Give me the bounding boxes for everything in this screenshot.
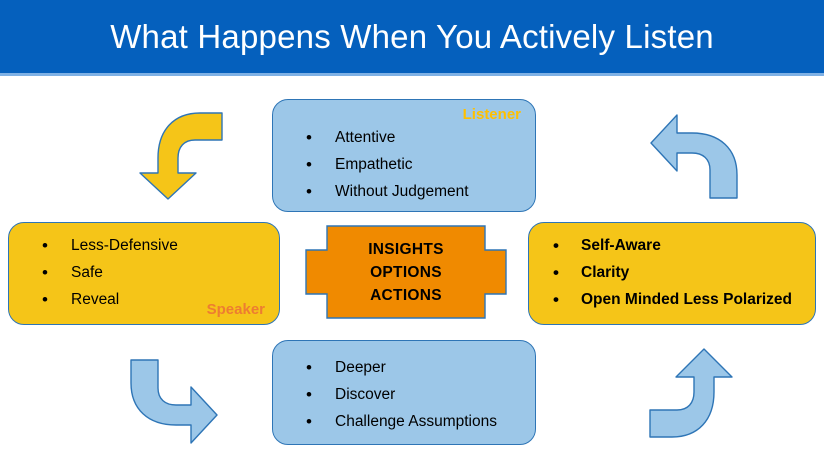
speaker-bullet-list: Less-Defensive Safe Reveal (9, 232, 279, 313)
center-callout: INSIGHTS OPTIONS ACTIONS (305, 225, 507, 319)
curved-arrow-left-icon (650, 114, 738, 199)
outcomes-bullet-list: Self-Aware Clarity Open Minded Less Pola… (529, 232, 815, 313)
outcomes-box: Self-Aware Clarity Open Minded Less Pola… (528, 222, 816, 325)
list-item: Empathetic (273, 151, 535, 178)
list-item: Clarity (529, 259, 815, 286)
center-line: ACTIONS (370, 286, 442, 304)
center-line: OPTIONS (370, 263, 442, 281)
speaker-box: Less-Defensive Safe Reveal Speaker (8, 222, 280, 325)
center-line: INSIGHTS (368, 240, 444, 258)
list-item: Without Judgement (273, 178, 535, 205)
list-item: Open Minded Less Polarized (529, 286, 815, 313)
conversation-bullet-list: Deeper Discover Challenge Assumptions (273, 354, 535, 435)
list-item: Challenge Assumptions (273, 408, 535, 435)
list-item: Safe (9, 259, 279, 286)
page-title: What Happens When You Actively Listen (110, 18, 714, 55)
list-item: Discover (273, 381, 535, 408)
center-callout-text: INSIGHTS OPTIONS ACTIONS (305, 225, 507, 319)
curved-arrow-right-icon (130, 359, 218, 444)
list-item: Less-Defensive (9, 232, 279, 259)
conversation-box: Deeper Discover Challenge Assumptions (272, 340, 536, 445)
list-item: Self-Aware (529, 232, 815, 259)
cross-shape-icon (305, 225, 507, 319)
listener-bullet-list: Attentive Empathetic Without Judgement (273, 124, 535, 205)
list-item: Deeper (273, 354, 535, 381)
list-item: Attentive (273, 124, 535, 151)
curved-arrow-up-icon (649, 348, 733, 438)
listener-role-label: Listener (462, 106, 521, 123)
header-bar (0, 0, 824, 73)
listener-box: Listener Attentive Empathetic Without Ju… (272, 99, 536, 212)
speaker-role-label: Speaker (206, 301, 265, 318)
list-item: Reveal (9, 286, 279, 313)
header-underline (0, 73, 824, 76)
curved-arrow-down-icon (139, 112, 223, 200)
